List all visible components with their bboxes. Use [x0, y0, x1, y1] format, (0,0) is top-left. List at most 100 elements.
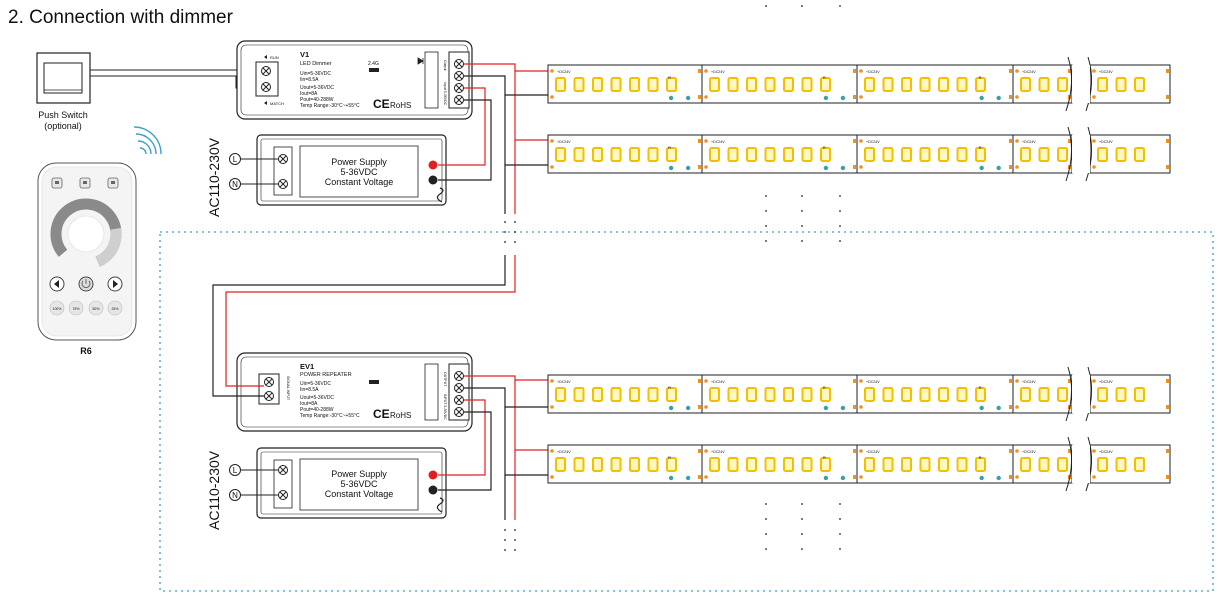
repeater-rohs-mark: RoHS — [390, 411, 411, 420]
strip-voltage-label: +DC24V — [557, 70, 571, 74]
led-chip — [1097, 387, 1108, 402]
psu1-positive-output — [428, 160, 438, 170]
repeater-model: EV1 — [300, 362, 314, 371]
led-chip — [1134, 457, 1145, 472]
led-chip — [975, 387, 986, 402]
push-switch — [36, 52, 91, 104]
led-strip-segment: +DC24V — [1089, 64, 1171, 104]
zone-button-1-icon — [51, 177, 63, 189]
led-chip — [1115, 457, 1127, 472]
led-chip — [919, 147, 931, 162]
led-chip — [975, 147, 986, 162]
strip-break-mark — [1085, 366, 1092, 422]
led-chip — [864, 457, 875, 472]
resistor-label: R — [823, 455, 826, 460]
svg-text:N: N — [232, 491, 238, 500]
strip-voltage-label: +DC24V — [557, 140, 571, 144]
capacitor-icon — [685, 165, 691, 171]
led-chip — [783, 147, 794, 162]
led-chip — [1134, 387, 1145, 402]
repeater-input-label: INPUT 5-36VDC — [443, 394, 447, 420]
led-chip — [1097, 457, 1108, 472]
strip-voltage-label: +DC24V — [866, 450, 880, 454]
led-chip — [1057, 387, 1068, 402]
strip-voltage-label: +DC24V — [866, 380, 880, 384]
led-strip-segment: +DC24V — [1089, 444, 1171, 484]
repeater-zone-boundary — [159, 231, 1214, 592]
led-chip — [1038, 147, 1050, 162]
capacitor-icon — [840, 405, 846, 411]
led-chip — [573, 457, 585, 472]
psu1-negative-output — [428, 175, 438, 185]
dimmer-spec-uin: Uin=5-36VDC — [300, 71, 331, 77]
led-chip — [666, 147, 677, 162]
led-chip — [919, 77, 931, 92]
repeater-ce-mark: CE — [373, 407, 390, 421]
dimmer-spec-iout: Iout=8A — [300, 91, 318, 97]
led-chip — [629, 457, 640, 472]
led-chip — [666, 457, 677, 472]
repeater-spec-iin: Iin=8.5A — [300, 387, 319, 393]
led-chip — [820, 387, 831, 402]
capacitor-icon — [668, 95, 674, 101]
led-chip — [555, 147, 566, 162]
preset-100-button: 100% — [49, 300, 65, 316]
left-arrow-icon — [49, 276, 65, 292]
led-chip — [709, 457, 720, 472]
led-chip — [1057, 77, 1068, 92]
led-chip — [727, 457, 739, 472]
strip-voltage-label: +DC24V — [711, 70, 725, 74]
svg-text:L: L — [233, 466, 238, 475]
led-chip — [901, 147, 912, 162]
led-chip — [764, 387, 776, 402]
dimmer-temp-range: Temp Range:-30°C~+55°C — [300, 103, 360, 109]
strip-continuation-dots — [765, 195, 841, 550]
strip-break-mark — [1085, 436, 1092, 492]
dimmer-spec-pout: Pout=40-288W — [300, 97, 334, 103]
led-chip — [820, 147, 831, 162]
strip-voltage-label: +DC24V — [557, 380, 571, 384]
capacitor-icon — [979, 405, 984, 411]
led-chip — [919, 387, 931, 402]
strip-voltage-label: +DC24V — [1099, 70, 1113, 74]
push-switch-optional-label: (optional) — [44, 121, 82, 131]
led-chip — [727, 77, 739, 92]
strip-voltage-label: +DC24V — [1099, 140, 1113, 144]
power-repeater-ev1 — [236, 352, 473, 432]
strip-voltage-label: +DC24V — [557, 450, 571, 454]
strip-voltage-label: +DC24V — [866, 140, 880, 144]
capacitor-icon — [823, 405, 829, 411]
led-chip — [783, 387, 794, 402]
repeater-name: POWER REPEATER — [300, 372, 352, 378]
led-chip — [709, 77, 720, 92]
led-chip — [1020, 77, 1031, 92]
led-chip — [592, 77, 603, 92]
led-chip — [956, 147, 968, 162]
svg-text:75%: 75% — [72, 307, 79, 311]
led-strip-segment: +DC24V — [1089, 374, 1171, 414]
led-chip — [573, 147, 585, 162]
capacitor-icon — [668, 165, 674, 171]
psu1-title: Power Supply — [331, 157, 387, 167]
led-chip — [610, 387, 622, 402]
led-chip — [629, 147, 640, 162]
led-chip — [1020, 387, 1031, 402]
capacitor-icon — [668, 475, 674, 481]
resistor-label: R — [979, 145, 982, 150]
led-chip — [1038, 387, 1050, 402]
dimmer-input-label: Input 5-36VDC — [443, 82, 447, 106]
strip-voltage-label: +DC24V — [866, 70, 880, 74]
capacitor-icon — [823, 165, 829, 171]
remote-control: 100% 75% 50% 25% — [37, 162, 137, 341]
strip-break-mark — [1085, 126, 1092, 182]
ac-input-label-1: AC110-230V — [206, 137, 222, 217]
